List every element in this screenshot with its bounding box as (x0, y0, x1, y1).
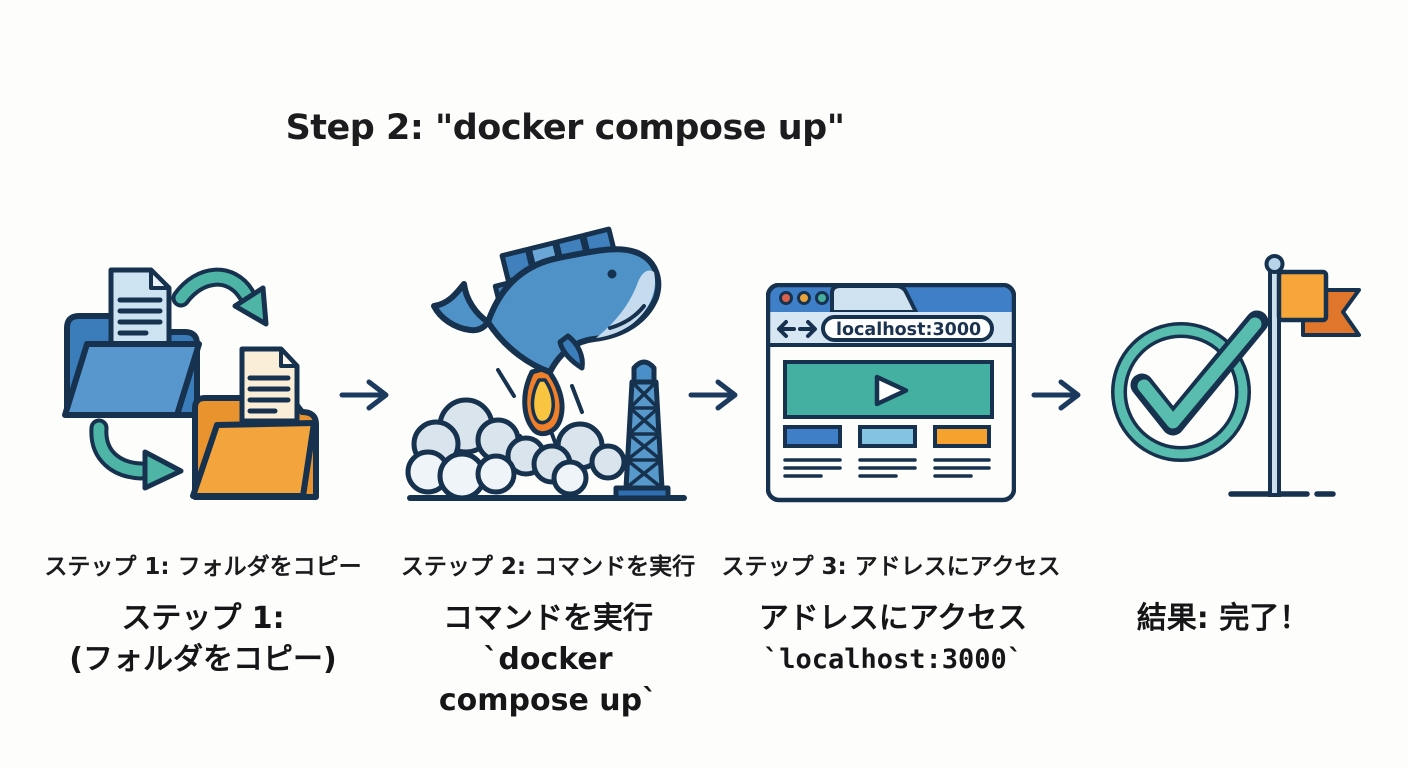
whale-mouth (608, 304, 646, 330)
browser-window-illustration: localhost:3000 (766, 283, 1016, 503)
result-label-line1: 結果: 完了！ (1136, 601, 1310, 636)
orange-folder-icon (190, 346, 319, 500)
flag-banner (1276, 269, 1329, 323)
document-icon (239, 346, 300, 424)
step1-label-line2: (フォルダをコピー) (69, 642, 337, 677)
browser-frame (766, 283, 1016, 503)
flow-arrow-3-right-arrow-icon (1031, 379, 1081, 411)
rocket-flame-icon (522, 365, 565, 437)
docker-whale-launch-illustration (405, 226, 687, 501)
copy-arrow-bottom-icon (89, 418, 184, 491)
forward-icon (798, 320, 817, 338)
goal-flag-icon (1228, 254, 1361, 497)
content-text-lines (783, 458, 991, 478)
pole-top-ball (1264, 254, 1285, 274)
card-lightblue (858, 425, 917, 448)
browser-tab (830, 284, 918, 314)
maximize-dot-icon (815, 291, 829, 305)
card-orange (933, 425, 991, 448)
step3-caption: ステップ 3: アドレスにアクセス (721, 554, 1061, 580)
flow-arrow-2-right-arrow-icon (688, 379, 738, 411)
card-blue (783, 425, 842, 448)
step3-label: アドレスにアクセス `localhost:3000` (723, 598, 1063, 680)
step1-caption: ステップ 1: フォルダをコピー (44, 554, 362, 580)
docker-whale-icon (431, 246, 662, 375)
result-label: 結果: 完了！ (1073, 598, 1373, 639)
flow-arrow-1-right-arrow-icon (339, 379, 389, 411)
close-dot-icon (779, 291, 793, 305)
step2-command-text: `docker compose up` (438, 642, 658, 718)
back-icon (777, 320, 796, 338)
play-icon (874, 374, 909, 407)
document-icon (108, 267, 172, 347)
content-cards (783, 425, 991, 448)
checkmark-icon (1111, 310, 1269, 462)
copy-arrow-top-icon (171, 267, 269, 327)
step2-label: コマンドを実行 `docker compose up` (408, 598, 688, 721)
whale-eye (607, 269, 617, 279)
window-buttons (779, 291, 829, 305)
launch-tower-icon (613, 359, 671, 501)
folder-copy-illustration (62, 267, 319, 500)
page-title: Step 2: "docker compose up" (285, 108, 845, 148)
url-pill (821, 315, 994, 342)
whale-fin (557, 333, 585, 371)
step1-label-line1: ステップ 1: (121, 601, 285, 636)
blue-folder-icon (62, 267, 202, 418)
step3-address-text: `localhost:3000` (762, 644, 1024, 675)
check-and-flag-illustration (1111, 254, 1361, 497)
smoke-clouds (405, 397, 627, 501)
step1-label: ステップ 1: (フォルダをコピー) (53, 598, 353, 680)
minimize-dot-icon (797, 291, 811, 305)
step2-caption: ステップ 2: コマンドを実行 (400, 554, 696, 580)
step3-label-line1: アドレスにアクセス (758, 601, 1028, 636)
url-text: localhost:3000 (836, 320, 981, 340)
step2-label-line1: コマンドを実行 (443, 601, 653, 636)
whale-belly (596, 270, 656, 338)
